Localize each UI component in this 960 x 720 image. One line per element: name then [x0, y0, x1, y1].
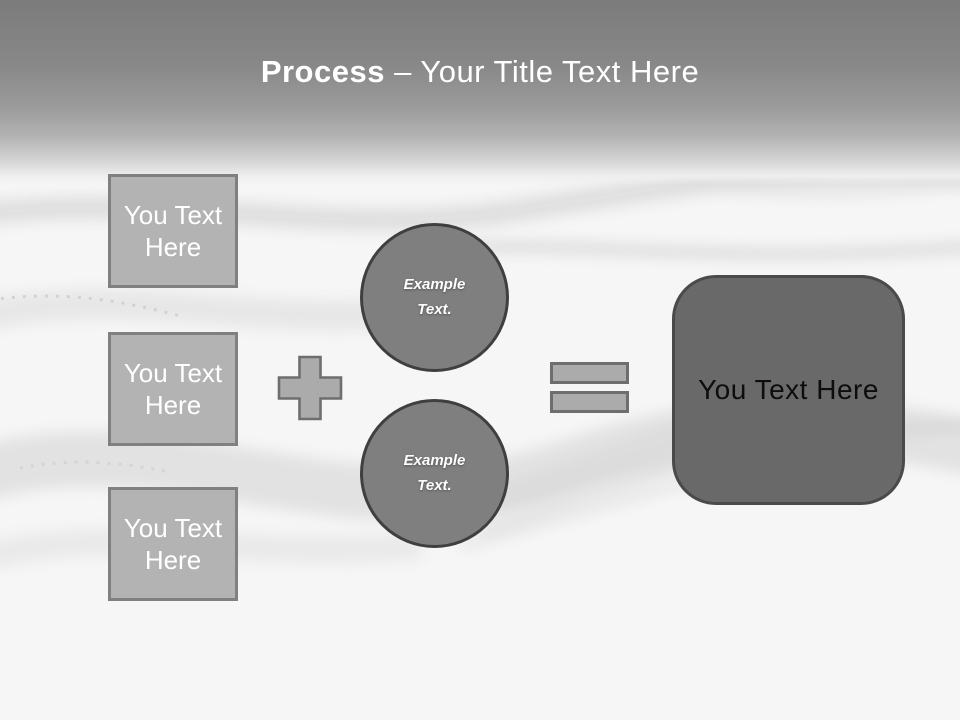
- example-circle-1-label: Example Text.: [403, 275, 466, 318]
- title-emphasis: Process: [260, 54, 385, 89]
- plus-icon: [277, 355, 343, 421]
- input-box-1: You Text Here: [108, 174, 238, 288]
- input-box-3: You Text Here: [108, 487, 238, 601]
- input-box-1-label: You Text Here: [123, 199, 223, 263]
- result-box-label: You Text Here: [698, 374, 879, 405]
- title-rest: – Your Title Text Here: [394, 54, 700, 89]
- result-box: You Text Here: [672, 275, 905, 505]
- example-circle-1: Example Text.: [360, 223, 509, 372]
- slide-title: Process – Your Title Text Here: [0, 54, 960, 90]
- input-box-2-label: You Text Here: [123, 357, 223, 421]
- input-box-3-label: You Text Here: [123, 512, 223, 576]
- equals-icon-lower-bar: [550, 391, 629, 413]
- example-circle-2-label: Example Text.: [403, 451, 466, 494]
- equals-icon: [550, 362, 629, 384]
- example-circle-2: Example Text.: [360, 399, 509, 548]
- header-band: [0, 0, 960, 185]
- input-box-2: You Text Here: [108, 332, 238, 446]
